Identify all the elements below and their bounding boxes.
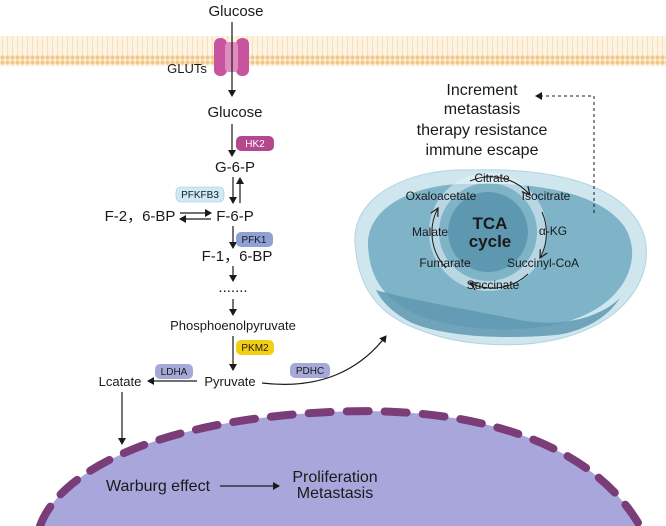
mitochondrion [354, 169, 647, 346]
f16bp-label: F-1，6-BP [202, 248, 273, 265]
tca-succinate: Succinate [467, 278, 520, 292]
tca-title-line1: TCA [473, 214, 508, 233]
f6p-label: F-6-P [216, 208, 254, 225]
ldha-badge [155, 364, 193, 379]
outcome-line-2: metastasis [444, 101, 520, 118]
outcome-line-3: therapy resistance [417, 122, 548, 139]
hk2-badge [236, 136, 274, 151]
pfkfb3-label: PFKFB3 [181, 190, 219, 201]
f6p-f26bp-equilibrium-arrows [179, 209, 212, 223]
tca-cycle-ring [432, 176, 547, 288]
outcome-line-1: Increment [446, 82, 518, 99]
cell-membrane [0, 36, 666, 66]
result-proliferation: Proliferation [292, 469, 377, 486]
pfk1-badge [236, 232, 273, 247]
glucose-outside-label: Glucose [208, 3, 263, 20]
ellipsis-label: ....... [218, 279, 247, 296]
f26bp-label: F-2，6-BP [105, 208, 176, 225]
pfkfb3-badge [175, 186, 225, 203]
lactate-label: Lcatate [99, 374, 142, 389]
g6p-label: G-6-P [215, 159, 255, 176]
tca-title-line2: cycle [469, 232, 512, 251]
result-metastasis: Metastasis [297, 485, 373, 502]
tca-citrate: Citrate [474, 171, 510, 185]
mito-to-outcomes-dashed-arrow [535, 92, 595, 213]
nucleus [36, 407, 644, 526]
pyruvate-label: Pyruvate [204, 374, 255, 389]
warburg-effect-label: Warburg effect [106, 478, 211, 495]
tca-malate: Malate [412, 225, 448, 239]
tca-succinyl-coa: Succinyl-CoA [507, 256, 579, 270]
pep-label: Phosphoenolpyruvate [170, 318, 296, 333]
pyruvate-to-mitochondria-arrow [261, 335, 387, 385]
pfk1-label: PFK1 [241, 235, 266, 246]
pkm2-badge [236, 340, 274, 355]
tca-alpha-kg: α-KG [539, 224, 567, 238]
pkm2-label: PKM2 [241, 343, 269, 354]
tca-isocitrate: Isocitrate [522, 189, 571, 203]
ldha-label: LDHA [161, 367, 188, 378]
pdhc-label: PDHC [296, 366, 324, 377]
glucose-inside-label: Glucose [207, 104, 262, 121]
gluts-label: GLUTs [167, 61, 207, 76]
tca-oxaloacetate: Oxaloacetate [406, 189, 477, 203]
outcome-line-4: immune escape [426, 142, 539, 159]
tca-fumarate: Fumarate [419, 256, 471, 270]
pdhc-badge [290, 363, 330, 378]
hk2-label: HK2 [245, 139, 265, 150]
